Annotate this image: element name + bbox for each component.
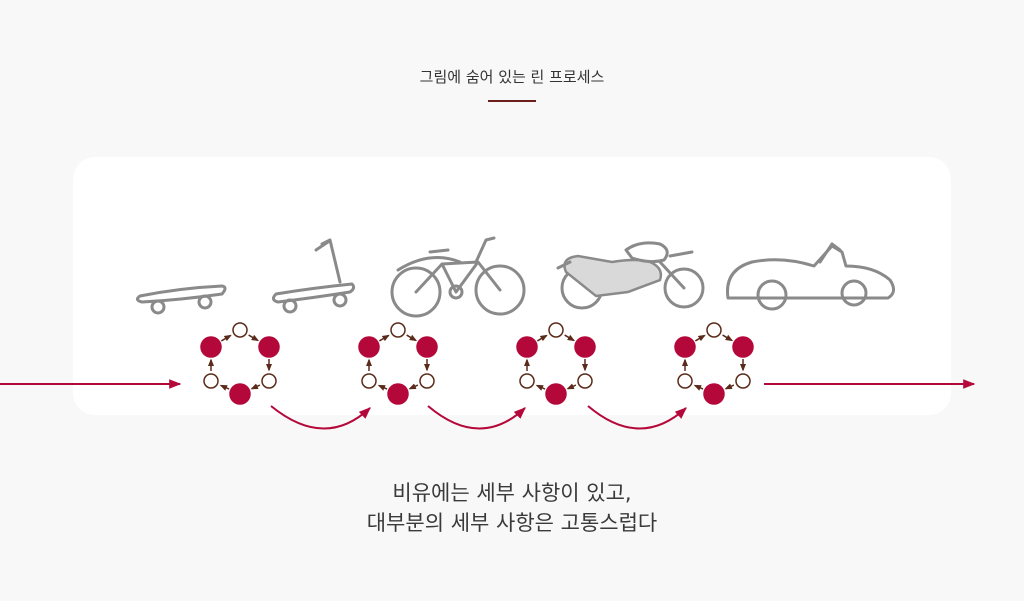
- feedback-cycle: [674, 322, 754, 405]
- cycle-node-empty: [261, 373, 277, 389]
- iteration-arrow: [270, 405, 371, 430]
- caption-line-1: 비유에는 세부 사항이 있고,: [392, 481, 632, 505]
- skateboard-icon: [135, 284, 227, 315]
- motorcycle-icon: [556, 241, 705, 310]
- cycle-arrow: [693, 384, 704, 391]
- cycle-node-filled: [674, 336, 696, 358]
- cycle-node-filled: [703, 383, 725, 405]
- cycle-node-empty: [548, 322, 564, 338]
- cycle-node-filled: [516, 336, 538, 358]
- page-subtitle: 그림에 숨어 있는 린 프로세스: [419, 68, 605, 86]
- cycle-node-filled: [545, 383, 567, 405]
- cycle-node-filled: [416, 336, 438, 358]
- cycle-arrow: [722, 334, 734, 342]
- cycle-node-filled: [358, 336, 380, 358]
- cycle-arrow: [219, 384, 230, 391]
- cycle-node-empty: [677, 373, 693, 389]
- cycle-arrow: [536, 334, 548, 342]
- cycle-arrow: [564, 334, 576, 342]
- cycles-group: [200, 322, 754, 405]
- cycle-node-empty: [203, 373, 219, 389]
- cycle-node-empty: [706, 322, 722, 338]
- cycle-arrow: [248, 334, 260, 342]
- cycle-arrow: [694, 334, 706, 342]
- cycle-arrow: [566, 383, 577, 390]
- cycle-arrow: [535, 384, 546, 391]
- car-icon: [726, 242, 895, 311]
- title-underline: [488, 100, 536, 102]
- cycle-arrow: [250, 383, 261, 390]
- cycle-arrow: [220, 334, 232, 342]
- cycle-arrow: [724, 383, 735, 390]
- iteration-arrow: [587, 405, 687, 430]
- caption-line-2: 대부분의 세부 사항은 고통스럽다: [366, 511, 658, 535]
- cycle-node-filled: [732, 336, 754, 358]
- cycle-node-empty: [519, 373, 535, 389]
- cycle-arrow: [377, 384, 388, 391]
- feedback-cycle: [516, 322, 596, 405]
- bicycle-icon: [390, 236, 526, 318]
- cycle-node-empty: [361, 373, 377, 389]
- cycle-node-empty: [735, 373, 751, 389]
- feedback-cycle: [200, 322, 280, 405]
- cycle-arrow: [406, 334, 418, 342]
- cycle-node-filled: [574, 336, 596, 358]
- cycle-node-filled: [200, 336, 222, 358]
- cycle-node-filled: [387, 383, 409, 405]
- cycle-arrow: [408, 383, 419, 390]
- cycle-node-empty: [419, 373, 435, 389]
- cycle-arrow: [378, 334, 390, 342]
- cycle-node-empty: [232, 322, 248, 338]
- caption: 비유에는 세부 사항이 있고, 대부분의 세부 사항은 고통스럽다: [0, 478, 1024, 538]
- cycle-node-empty: [577, 373, 593, 389]
- cycle-node-empty: [390, 322, 406, 338]
- scooter-icon: [271, 238, 356, 314]
- iteration-arrow: [427, 405, 526, 430]
- feedback-cycle: [358, 322, 438, 405]
- cycle-node-filled: [229, 383, 251, 405]
- cycle-node-filled: [258, 336, 280, 358]
